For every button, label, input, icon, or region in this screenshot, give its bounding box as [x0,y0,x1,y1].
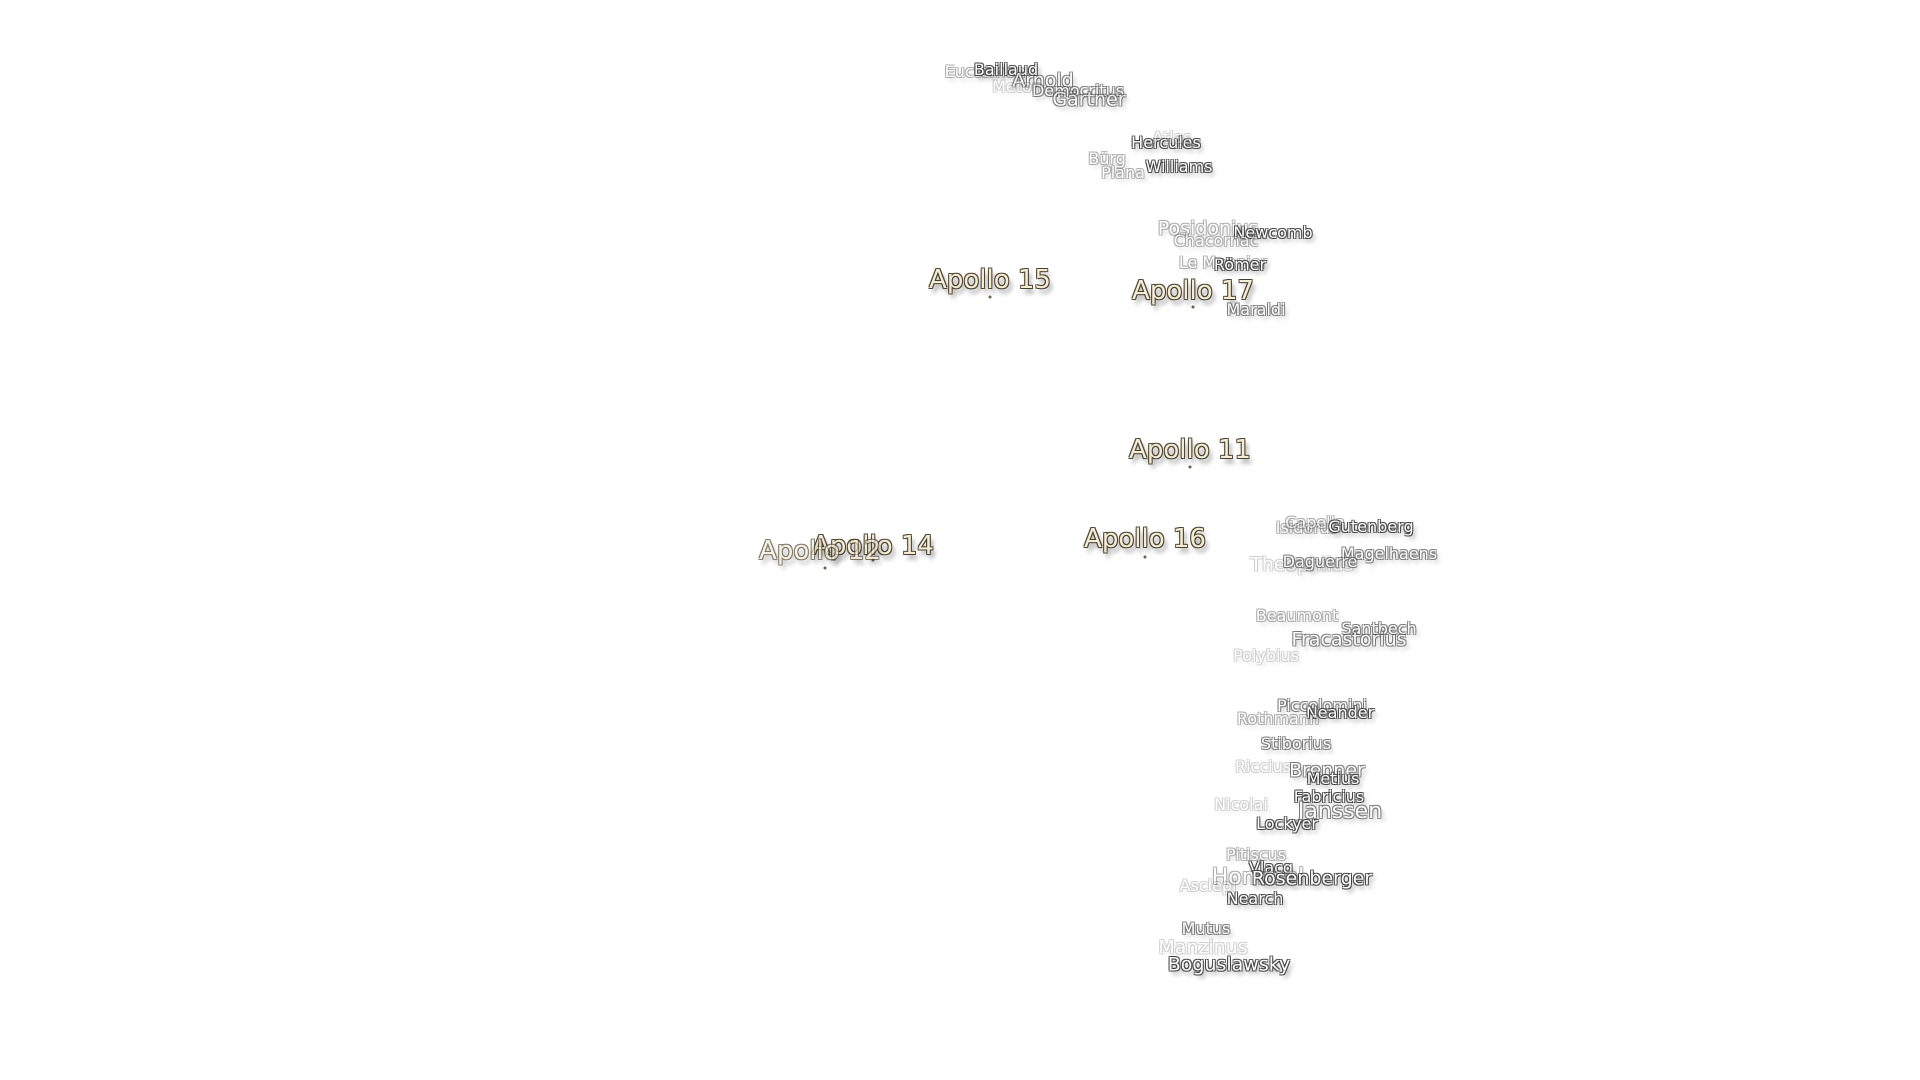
crater-label[interactable]: Brenner [1289,759,1365,782]
crater-label[interactable]: Nicolai [1214,795,1268,814]
crater-label[interactable]: Beaumont [1255,606,1339,625]
crater-label[interactable]: Römer [1213,255,1267,274]
crater-label[interactable]: Vlacq [1248,858,1294,877]
crater-label[interactable]: Theophilus [1250,553,1354,576]
crater-label[interactable]: Fabricius [1293,787,1365,806]
crater-label[interactable]: Posidonius [1157,217,1259,240]
crater-label[interactable]: Arnold [1012,69,1074,92]
crater-label[interactable]: Magelhaens [1340,544,1438,563]
crater-label[interactable]: Stiborius [1260,734,1332,753]
crater-label[interactable]: Meton [992,77,1042,96]
crater-label[interactable]: Riccius [1234,757,1292,776]
crater-label[interactable]: Rothmann [1236,709,1320,728]
crater-label[interactable]: Chacornac [1173,231,1259,250]
crater-label[interactable]: Santbech [1341,619,1417,638]
apollo-12-marker [823,566,827,570]
crater-label[interactable]: Gärtner [1052,88,1126,111]
apollo-16-label[interactable]: Apollo 16 [1084,524,1206,554]
crater-label[interactable]: Gutenberg [1328,517,1414,536]
crater-label[interactable]: Manzinus [1158,936,1248,959]
crater-label[interactable]: Newcomb [1233,223,1313,242]
crater-label[interactable]: Capella [1285,513,1345,532]
apollo-16-marker [1143,555,1147,559]
crater-label[interactable]: Boguslawsky [1167,953,1291,976]
crater-label[interactable]: Baillaud [973,60,1039,79]
crater-label[interactable]: Fracastorius [1291,628,1407,651]
crater-label[interactable]: Williams [1145,157,1213,176]
crater-label[interactable]: Mutus [1181,919,1231,938]
apollo-15-marker [988,295,992,299]
crater-label[interactable]: Asclepi [1179,876,1237,895]
apollo-17-marker [1191,305,1195,309]
crater-label[interactable]: Atlas [1152,128,1192,147]
apollo-12-label[interactable]: Apollo 12 [759,536,881,566]
crater-label[interactable]: Bürg [1088,149,1126,168]
crater-label[interactable]: Janssen [1297,799,1383,824]
crater-label[interactable]: Lockyer [1256,814,1318,833]
apollo-11-marker [1188,465,1192,469]
apollo-14-marker [871,558,875,562]
apollo-14-label[interactable]: Apollo 14 [812,531,934,561]
crater-label[interactable]: Rosenberger [1251,867,1373,890]
crater-label[interactable]: Piccolomini [1277,696,1367,715]
crater-label[interactable]: Le Monnier [1178,253,1268,272]
crater-label[interactable]: Polybius [1233,646,1299,665]
crater-label[interactable]: Neander [1305,703,1375,722]
crater-label[interactable]: Metius [1306,769,1360,788]
apollo-11-label[interactable]: Apollo 11 [1129,435,1251,465]
crater-label[interactable]: Hommel [1211,865,1305,890]
crater-label[interactable]: Democritus [1031,81,1125,100]
apollo-15-label[interactable]: Apollo 15 [929,265,1051,295]
crater-label[interactable]: Pitiscus [1225,845,1287,864]
crater-label[interactable]: Hercules [1131,133,1201,152]
crater-label[interactable]: Daguerre [1282,552,1358,571]
crater-label[interactable]: Isidorus [1275,518,1339,537]
crater-label[interactable]: Euctemon [944,62,1026,81]
crater-label[interactable]: Nearch [1226,889,1284,908]
crater-label[interactable]: Maraldi [1226,300,1286,319]
apollo-17-label[interactable]: Apollo 17 [1132,276,1254,306]
crater-label[interactable]: Plana [1101,163,1145,182]
